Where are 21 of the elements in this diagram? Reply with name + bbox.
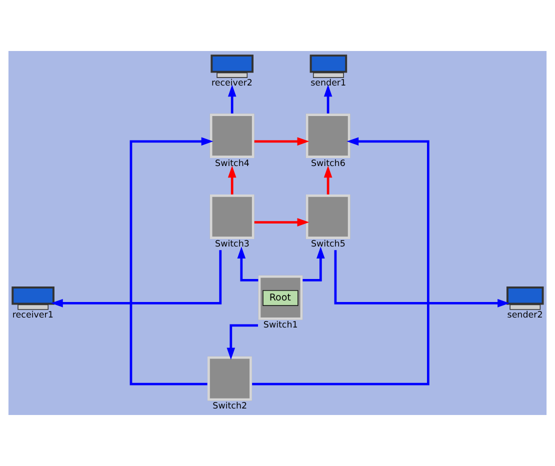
node-label: sender1 [310, 78, 346, 88]
arrow [228, 166, 236, 194]
node-label: Switch5 [311, 240, 346, 250]
node-label: Switch1 [263, 320, 298, 331]
node-label: Switch6 [311, 158, 346, 169]
node-label: Switch2 [212, 401, 248, 412]
arrow [334, 250, 510, 308]
arrow [226, 324, 258, 360]
arrow [130, 137, 214, 386]
node-label: receiver1 [12, 310, 54, 320]
node-label: Switch3 [215, 240, 250, 250]
node-label: sender2 [507, 310, 543, 320]
node-label: Switch4 [215, 158, 250, 169]
arrow [252, 137, 430, 386]
arrow [324, 84, 332, 114]
arrow [50, 250, 222, 308]
arrow [324, 166, 332, 194]
arrow [254, 218, 310, 226]
arrow [254, 137, 310, 146]
node-label: receiver2 [211, 78, 252, 88]
arrow [228, 84, 236, 114]
